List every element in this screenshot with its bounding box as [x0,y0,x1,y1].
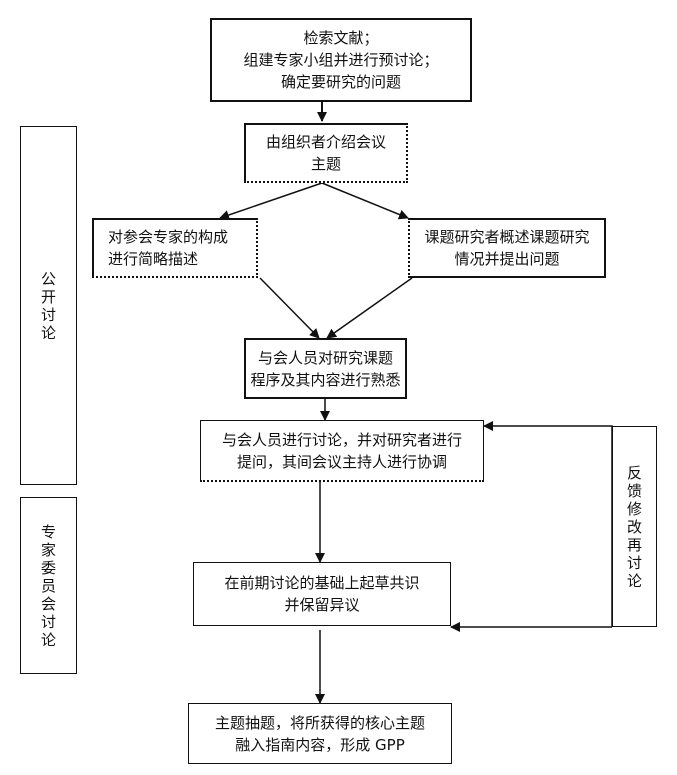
vertical-label-char: 馈 [626,481,642,500]
vertical-label-char: 再 [626,535,642,554]
vertical-label-char: 改 [626,517,642,536]
open-discussion-label-box: 公开讨论 [20,126,77,485]
committee-discussion-label: 专家委员会讨论 [41,523,56,649]
vertical-label-char: 家 [40,540,56,559]
vertical-label-char: 公 [40,269,56,288]
step-familiarize-box: 与会人员对研究课题 程序及其内容进行熟悉 [244,338,407,399]
step-describe-experts-line-2: 进行简略描述 [108,250,199,268]
vertical-label-char: 反 [626,463,642,482]
vertical-label-char: 论 [626,571,642,590]
step-discussion-line-2: 提问，其间会议主持人进行协调 [236,452,447,471]
vertical-label-char: 专 [40,522,56,541]
step-researcher-overview-line-1: 课题研究者概述课题研究 [424,228,590,246]
step-final-box: 主题抽题，将所获得的核心主题 融入指南内容，形成 GPP [188,703,452,764]
arrow-describe-to-familiarize [259,277,320,339]
step-consensus-box: 在前期讨论的基础上起草共识 并保留异议 [193,562,451,626]
feedback-label-box: 反馈修改再讨论 [612,426,657,627]
step-final-line-2: 融入指南内容，形成 GPP [235,735,405,754]
vertical-label-char: 修 [626,499,642,518]
arrow-overview-to-familiarize [326,277,413,339]
step-consensus-line-2: 并保留异议 [284,596,360,614]
step-familiarize-line-2: 程序及其内容进行熟悉 [250,370,401,389]
step-familiarize-line-1: 与会人员对研究课题 [257,348,393,367]
step-organizer-line-2: 主题 [310,155,341,173]
step-researcher-overview-box: 课题研究者概述课题研究 情况并提出问题 [408,218,606,278]
arrow-organizer-to-describe [219,182,323,220]
step-literature-line-1: 检索文献； [303,29,379,47]
step-describe-experts-box: 对参会专家的构成 进行简略描述 [92,218,258,278]
vertical-label-char: 会 [40,594,56,613]
vertical-label-char: 讨 [40,305,56,324]
step-consensus-line-1: 在前期讨论的基础上起草共识 [224,574,420,592]
step-describe-experts-line-1: 对参会专家的构成 [108,228,229,246]
step-discussion-line-1: 与会人员进行讨论，并对研究者进行 [221,430,462,449]
vertical-label-char: 讨 [40,612,56,631]
committee-discussion-label-box: 专家委员会讨论 [20,497,77,674]
step-organizer-box: 由组织者介绍会议 主题 [244,123,408,183]
vertical-label-char: 员 [40,576,56,595]
vertical-label-char: 论 [40,323,56,342]
step-organizer-line-1: 由组织者介绍会议 [265,133,386,151]
feedback-loop-line [483,421,613,627]
step-final-line-1: 主题抽题，将所获得的核心主题 [214,713,425,732]
open-discussion-label: 公开讨论 [41,270,56,342]
step-discussion-box: 与会人员进行讨论，并对研究者进行 提问，其间会议主持人进行协调 [200,420,484,482]
vertical-label-char: 讨 [626,553,642,572]
arrow-organizer-to-overview [321,182,409,220]
step-literature-line-3: 确定要研究的问题 [280,73,401,91]
feedback-label: 反馈修改再讨论 [627,464,642,590]
vertical-label-char: 委 [40,558,56,577]
vertical-label-char: 开 [40,287,56,306]
step-literature-box: 检索文献； 组建专家小组并进行预讨论； 确定要研究的问题 [210,18,472,102]
step-literature-line-2: 组建专家小组并进行预讨论； [243,51,439,69]
step-researcher-overview-line-2: 情况并提出问题 [454,250,560,268]
vertical-label-char: 论 [40,630,56,649]
